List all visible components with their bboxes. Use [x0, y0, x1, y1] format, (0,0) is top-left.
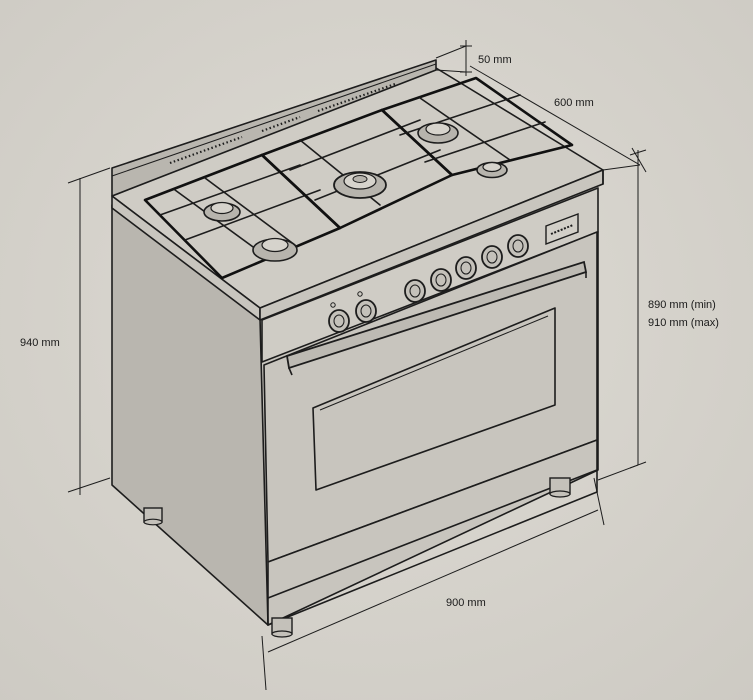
- label-50mm: 50 mm: [478, 54, 512, 66]
- knob-4: [430, 268, 452, 292]
- knob-2: [355, 299, 377, 323]
- cooker-feet: [143, 477, 571, 638]
- dim-600mm-line: [469, 65, 647, 173]
- timer-display: [545, 212, 579, 246]
- label-900mm: 900 mm: [446, 597, 486, 609]
- burner-front-left: [203, 201, 241, 222]
- foot-front-left: [271, 617, 293, 638]
- dim-940mm-line: [67, 167, 111, 495]
- control-panel: [261, 187, 599, 363]
- dim-890-910mm-line: [597, 149, 647, 481]
- dim-50mm-line: [435, 40, 472, 76]
- knob-5: [455, 256, 477, 280]
- dimension-lines: [67, 40, 647, 691]
- label-940mm: 940 mm: [20, 337, 60, 349]
- burner-center-wok: [333, 171, 387, 199]
- knob-3: [404, 279, 426, 303]
- foot-rear-left: [143, 507, 163, 526]
- backsplash-vents: [169, 82, 396, 165]
- burners: [203, 122, 508, 262]
- dimension-labels: 50 mm 600 mm 940 mm 890 mm (min) 910 mm …: [20, 54, 719, 609]
- dim-900mm-line: [261, 477, 605, 691]
- oven-door-window: [312, 307, 556, 491]
- burner-front-right: [476, 161, 508, 179]
- label-890mm-min: 890 mm (min): [648, 299, 716, 311]
- oven-door: [263, 231, 598, 563]
- storage-drawer: [267, 439, 598, 626]
- label-600mm: 600 mm: [554, 97, 594, 109]
- foot-front-right: [549, 477, 571, 498]
- burner-rear-left: [252, 237, 298, 262]
- burner-rear-right: [417, 122, 459, 144]
- control-knobs: [328, 234, 529, 333]
- knob-6: [481, 245, 503, 269]
- knob-7: [507, 234, 529, 258]
- knob-1: [328, 309, 350, 333]
- oven-door-handle: [285, 260, 588, 376]
- label-910mm-max: 910 mm (max): [648, 317, 719, 329]
